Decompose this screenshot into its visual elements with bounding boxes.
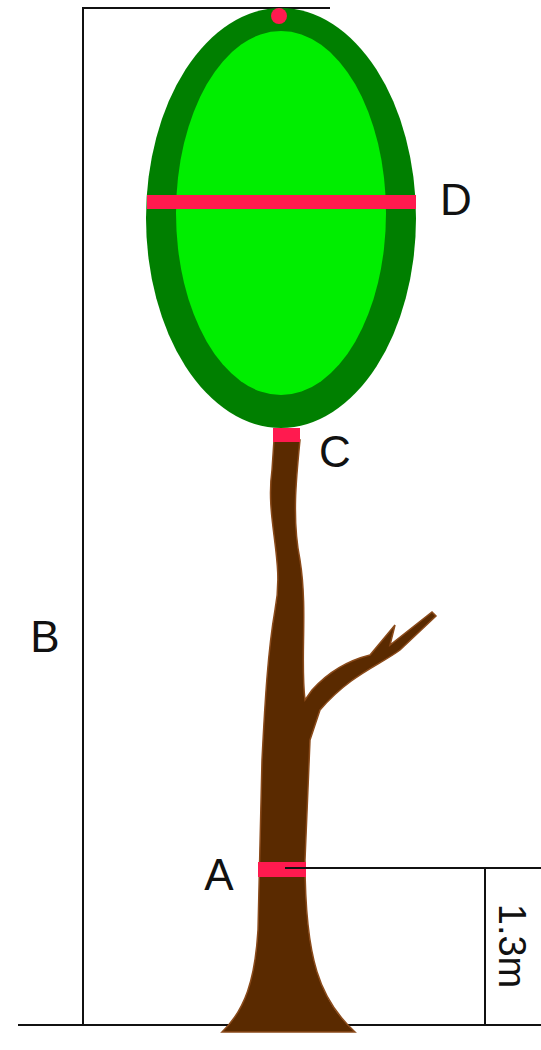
- breast-height-band: [258, 862, 306, 877]
- trunk: [222, 440, 436, 1032]
- part-label: D: [440, 178, 472, 222]
- crown-base-band: [273, 428, 300, 442]
- crown-outer: [146, 8, 416, 428]
- height-line: [82, 8, 84, 1025]
- part-label: A: [204, 853, 233, 897]
- crown-inner: [176, 31, 386, 395]
- top-line: [82, 7, 330, 9]
- dimension-line: [285, 867, 541, 869]
- top-dot: [271, 8, 287, 24]
- part-label: C: [319, 430, 351, 474]
- part-label: B: [30, 615, 59, 659]
- dimension-label: 1.3m: [493, 904, 531, 988]
- crown-width-line: [147, 195, 416, 209]
- dimension-line: [484, 868, 486, 1025]
